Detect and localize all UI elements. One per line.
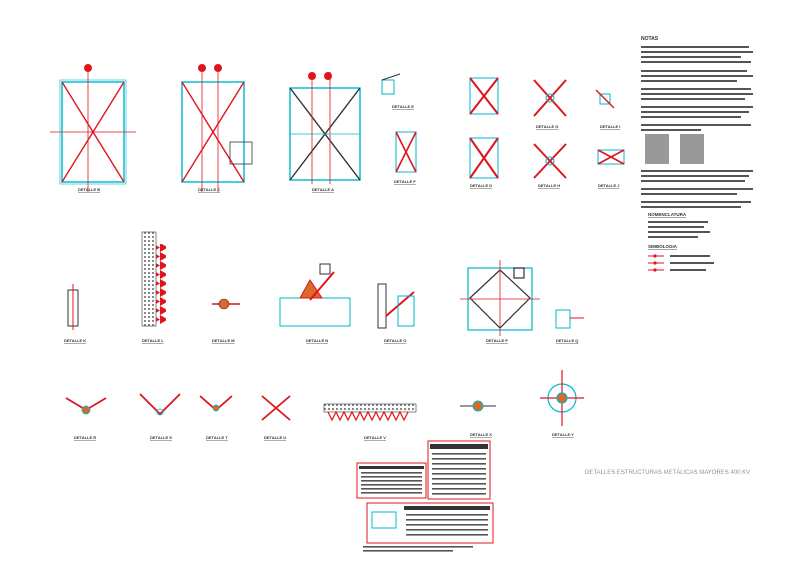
section-marker	[198, 64, 206, 72]
detail-label: DETALLE M	[212, 338, 235, 343]
detail-n-drawing	[279, 263, 351, 327]
detail-label: DETALLE T	[206, 435, 228, 440]
detail-label: DETALLE F	[394, 179, 416, 184]
detail-label: DETALLE L	[142, 338, 164, 343]
detail-label: DETALLE H	[538, 183, 560, 188]
detail-o-drawing	[377, 283, 415, 329]
detail-label: DETALLE S	[150, 435, 172, 440]
detail-e-drawing	[381, 73, 417, 173]
detail-label: DETALLE U	[264, 435, 286, 440]
sheet-title: DETALLES ESTRUCTURAS METÁLICAS MAYORES 4…	[585, 469, 750, 476]
detail-r-drawing	[65, 397, 107, 415]
detail-label: DETALLE N	[306, 338, 328, 343]
detail-label: DETALLE E	[392, 104, 414, 109]
detail-label: DETALLE O	[384, 338, 406, 343]
table-bottom	[366, 502, 494, 544]
notes-heading: NOTAS	[641, 36, 659, 42]
section-marker	[84, 64, 92, 72]
table-center	[427, 440, 491, 500]
detail-label: DETALLE X	[470, 432, 492, 437]
detail-u-drawing	[261, 395, 291, 421]
detail-label: DETALLE Q	[556, 338, 578, 343]
detail-d-drawing	[469, 77, 499, 179]
detail-label: DETALLE J	[598, 183, 619, 188]
footnote-lines	[363, 546, 473, 552]
detail-label: DETALLE R	[74, 435, 96, 440]
legend-heading: NOMENCLATURA	[648, 212, 687, 217]
detail-p-drawing	[460, 260, 540, 336]
detail-label: DETALLE K	[64, 338, 86, 343]
detail-label: DETALLE P	[486, 338, 508, 343]
notes-block: NOTAS NOMENCLATURA SIMBOLOGIA	[641, 36, 753, 272]
detail-k-drawing	[67, 284, 79, 330]
detail-x-drawing	[460, 400, 496, 412]
section-marker	[324, 72, 332, 80]
detail-m-drawing	[212, 298, 240, 310]
detail-y-drawing	[540, 370, 584, 426]
panel-detail-a	[289, 72, 361, 184]
panel-detail-c	[181, 72, 253, 192]
section-marker	[214, 64, 222, 72]
detail-label: DETALLE B	[78, 187, 100, 192]
detail-q-drawing	[555, 309, 584, 329]
table-left	[356, 462, 427, 499]
detail-label: DETALLE C	[198, 187, 220, 192]
detail-label: DETALLE D	[470, 183, 492, 188]
detail-label: DETALLE V	[364, 435, 386, 440]
detail-label: DETALLE I	[600, 124, 620, 129]
detail-t-drawing	[199, 395, 233, 412]
detail-v-drawing	[323, 403, 417, 422]
detail-l-drawing	[141, 231, 166, 327]
detail-s-drawing	[139, 393, 181, 416]
symbols-heading: SIMBOLOGIA	[648, 244, 678, 249]
detail-i-drawing	[595, 89, 625, 165]
detail-label: DETALLE G	[536, 124, 558, 129]
detail-g-drawing	[533, 79, 567, 179]
detail-label: DETALLE Y	[552, 432, 574, 437]
panel-detail-b	[50, 72, 136, 192]
detail-label: DETALLE A	[312, 187, 334, 192]
section-marker	[308, 72, 316, 80]
